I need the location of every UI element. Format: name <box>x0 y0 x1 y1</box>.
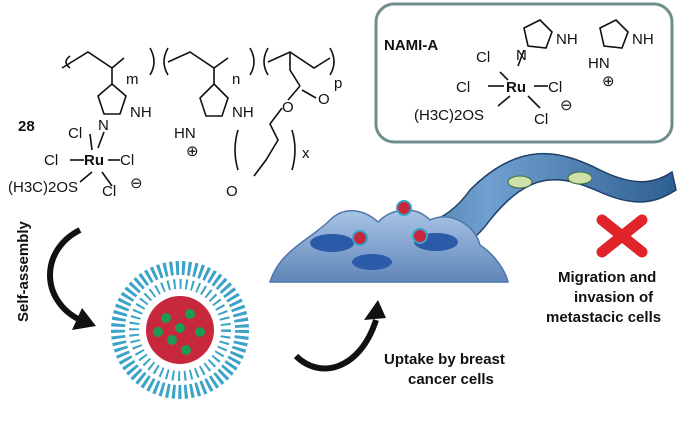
nami-nh-2: NH <box>632 31 654 48</box>
plus-charge-28: ⊕ <box>186 143 199 160</box>
nami-dmso: (H3C)2OS <box>414 107 484 124</box>
repeat-m: m <box>126 71 139 88</box>
repeat-n: n <box>232 71 240 88</box>
nami-cl-top: Cl <box>476 49 490 66</box>
dmso-ligand-28: (H3C)2OS <box>8 179 78 196</box>
cell-nucleus-1 <box>310 234 354 252</box>
self-assembly-label: Self-assembly <box>15 220 32 322</box>
nami-cl-right: Cl <box>548 79 562 96</box>
nami-cl-bottom: Cl <box>534 111 548 128</box>
polymer-28-labels: 28 m n p x NH N NH HN ⊕ O O O Cl Cl Ru C… <box>8 71 342 200</box>
cell-nucleus-2 <box>352 254 392 270</box>
ru-cl-top: Cl <box>68 125 82 142</box>
nami-ru-atom: Ru <box>506 79 526 96</box>
nami-a-box: NAMI-A Cl N NH NH HN ⊕ Cl Ru Cl Cl ⊖ (H3… <box>374 2 674 144</box>
imidazole-nh-2: NH <box>232 104 254 121</box>
ru-atom-28: Ru <box>84 152 104 169</box>
vessel-cell-1 <box>507 175 533 189</box>
nami-n: N <box>516 47 527 64</box>
repeat-x: x <box>302 145 310 162</box>
uptake-label-line2: cancer cells <box>408 371 494 388</box>
migration-label-line3: metastacic cells <box>546 309 661 326</box>
nami-a-bonds <box>488 19 629 109</box>
micelle-small-2 <box>352 230 368 246</box>
blocked-cross-icon <box>596 214 648 258</box>
imidazole-nh-1: NH <box>130 104 152 121</box>
uptake-arrow <box>293 300 386 372</box>
ester-o-1: O <box>282 99 294 116</box>
ester-o-2: O <box>318 91 330 108</box>
nami-cl-left: Cl <box>456 79 470 96</box>
nami-nh-1: NH <box>556 31 578 48</box>
compound-number: 28 <box>18 118 35 135</box>
nami-plus-charge: ⊕ <box>602 73 615 90</box>
micelle <box>111 261 249 399</box>
migration-label-line2: invasion of <box>574 289 654 306</box>
peg-o: O <box>226 183 238 200</box>
nami-hn: HN <box>588 55 610 72</box>
minus-charge-28: ⊖ <box>130 175 143 192</box>
breast-cancer-cells <box>268 200 509 283</box>
micelle-small-3 <box>412 228 428 244</box>
repeat-p: p <box>334 75 342 92</box>
micelle-small-1 <box>396 200 412 216</box>
migration-label-line1: Migration and <box>558 269 656 286</box>
polymer-28-structure <box>61 47 335 187</box>
ru-cl-right: Cl <box>120 152 134 169</box>
nami-minus-charge: ⊖ <box>560 97 573 114</box>
imidazole-hn-2: HN <box>174 125 196 142</box>
nami-a-title: NAMI-A <box>384 37 438 54</box>
ru-cl-bottom: Cl <box>102 183 116 200</box>
ru-cl-left: Cl <box>44 152 58 169</box>
vessel-cell-2 <box>567 171 593 185</box>
self-assembly-arrow <box>47 227 96 330</box>
uptake-label-line1: Uptake by breast <box>384 351 505 368</box>
imidazole-n-1: N <box>98 117 109 134</box>
